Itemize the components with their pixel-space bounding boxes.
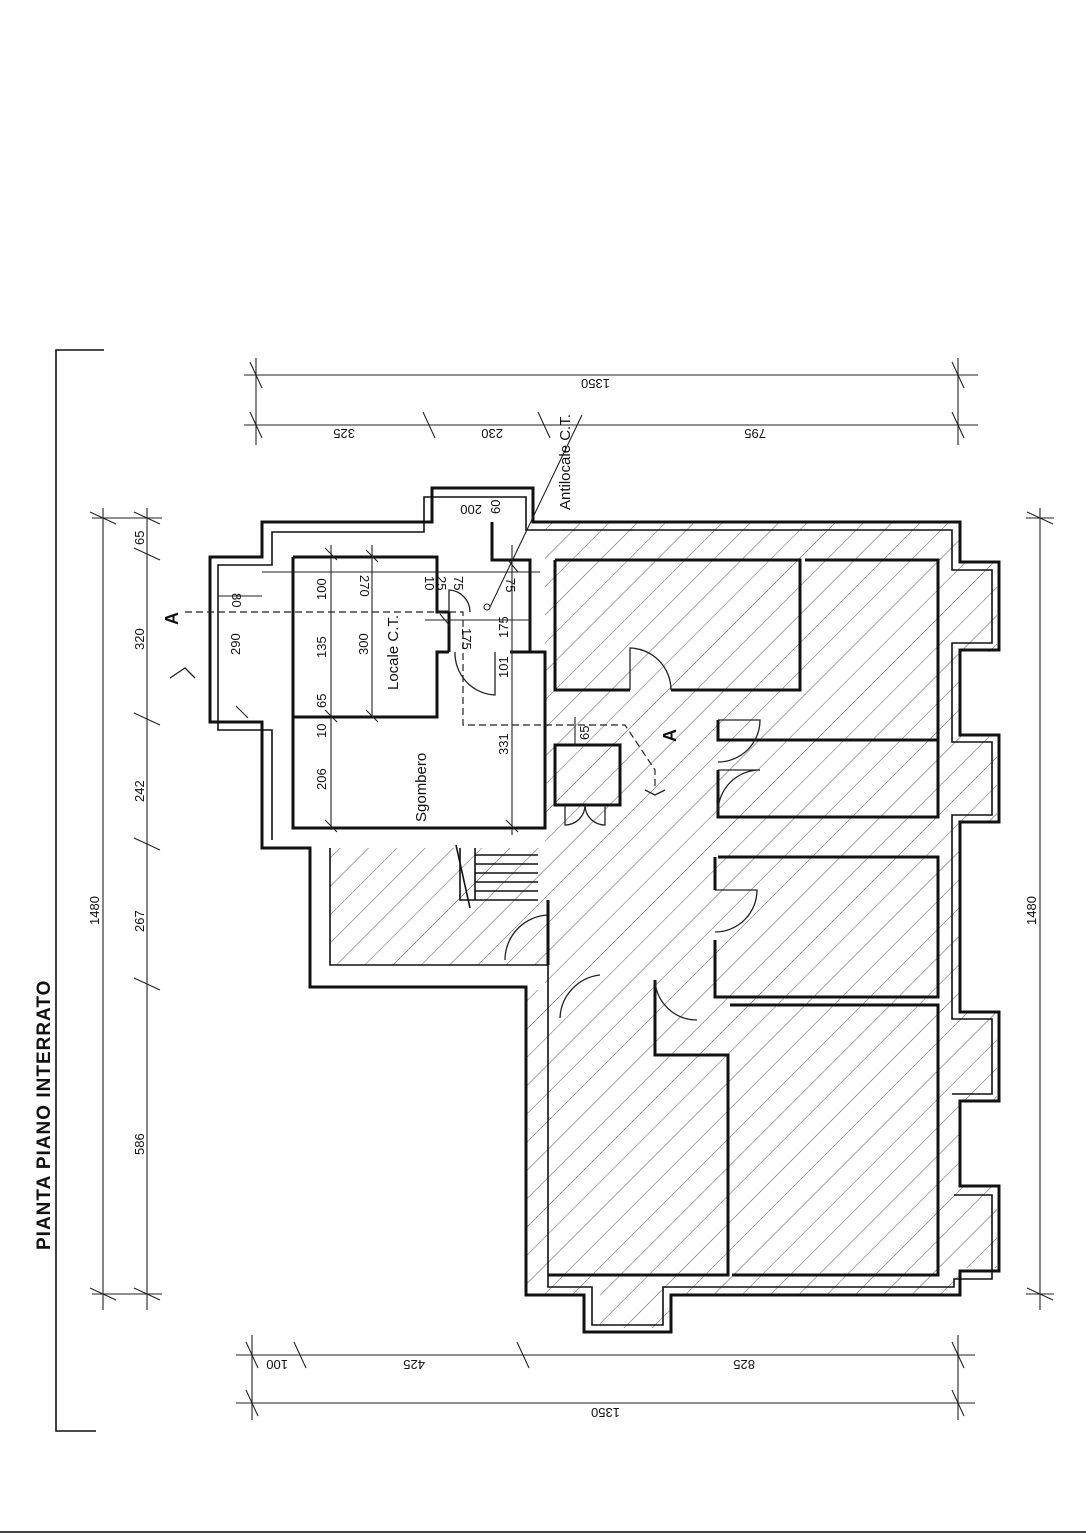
dim-290: 290 [228, 633, 243, 655]
dim-60: 60 [488, 500, 503, 514]
doors [448, 589, 761, 1021]
dim-200: 200 [460, 502, 482, 517]
dim-75a: 75 [451, 576, 466, 590]
dim-10a: 10 [314, 724, 329, 738]
dim-left-267: 267 [132, 910, 147, 932]
hatched-areas [310, 522, 997, 1328]
section-label-bottom: A [660, 729, 680, 742]
room-label-antilocale-ct: Antilocale C.T. [557, 414, 574, 510]
dim-bottom-825: 825 [733, 1357, 755, 1372]
dim-top-325: 325 [333, 426, 355, 441]
dim-left-242: 242 [132, 780, 147, 802]
staircase [455, 844, 538, 909]
page-frame [55, 349, 104, 1432]
room-label-locale-ct: Locale C.T. [385, 615, 402, 690]
dim-left-total: 1480 [87, 896, 102, 925]
dim-206: 206 [314, 768, 329, 790]
dim-10b: 10 [422, 576, 437, 590]
dim-left-586: 586 [132, 1133, 147, 1155]
dim-175b: 175 [496, 616, 511, 638]
bottom-dimensions [236, 1335, 975, 1420]
dim-left-320: 320 [132, 628, 147, 650]
inner-dimensions [217, 545, 576, 835]
top-dimensions [244, 358, 978, 445]
dim-bottom-total: 1350 [591, 1405, 620, 1420]
section-line: A A [162, 611, 680, 796]
dim-65b: 65 [577, 726, 592, 740]
dim-65a: 65 [314, 694, 329, 708]
room-label-sgombero: Sgombero [413, 753, 430, 822]
dim-300: 300 [356, 633, 371, 655]
dim-top-total: 1350 [581, 376, 610, 391]
dim-25: 25 [434, 576, 449, 590]
interior-walls [291, 522, 940, 1277]
dim-100: 100 [314, 578, 329, 600]
section-label-top: A [162, 612, 182, 625]
dim-331: 331 [496, 733, 511, 755]
dim-top-795: 795 [744, 426, 766, 441]
dim-right-total: 1480 [1024, 896, 1039, 925]
antilocale-leader [483, 414, 583, 611]
dim-80: 80 [229, 593, 244, 607]
left-dimensions [89, 508, 162, 1310]
dim-top-230: 230 [481, 426, 503, 441]
dim-75b: 75 [503, 578, 518, 592]
dim-bottom-425: 425 [403, 1357, 425, 1372]
dim-left-65: 65 [132, 531, 147, 545]
dim-135: 135 [314, 636, 329, 658]
plan-title: PIANTA PIANO INTERRATO [34, 980, 55, 1250]
right-dimensions [1026, 508, 1054, 1310]
dim-270: 270 [357, 575, 372, 597]
dim-bottom-100: 100 [266, 1357, 288, 1372]
dim-101: 101 [496, 656, 511, 678]
dim-175a: 175 [459, 628, 474, 650]
